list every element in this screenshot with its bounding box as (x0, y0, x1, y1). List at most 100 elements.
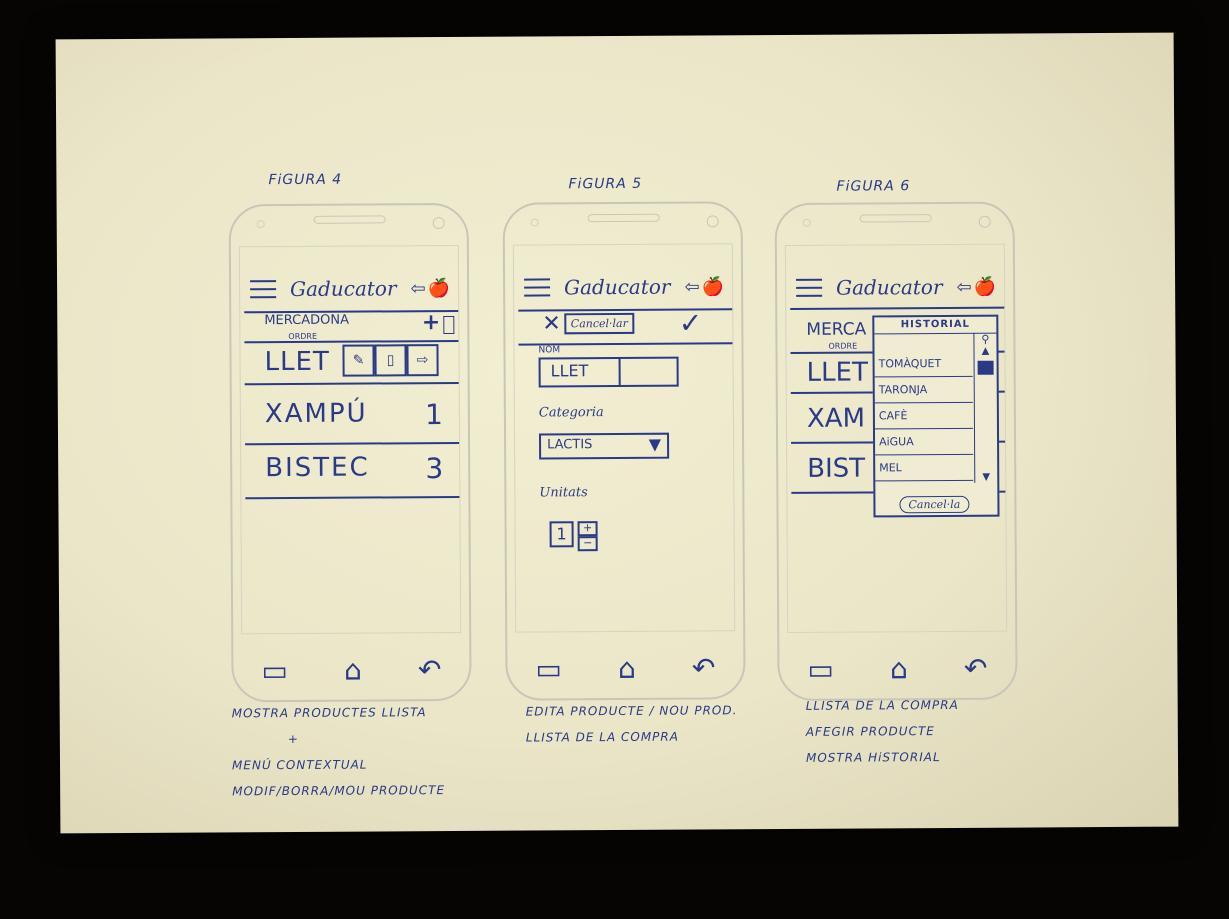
app-title: Gaducator (564, 275, 671, 300)
phone-sensor (257, 220, 265, 228)
list-item-bistec: BIST (807, 453, 865, 483)
triangle-down-icon: ▼ (649, 435, 661, 454)
divider (244, 340, 458, 343)
caption-figure-5: EDITA PRODUCTE / NOU PROD. LLISTA DE LA … (526, 697, 738, 750)
cancel-button[interactable]: Cancel·lar (565, 313, 634, 334)
item-quantity: 3 (425, 452, 443, 485)
check-icon[interactable]: ✓ (679, 306, 703, 339)
history-popup: HISTORIAL ⚲ ▲ ▼ TOMÀQUET TARONJA CAFÈ Ai… (872, 315, 999, 518)
phone-speaker (860, 214, 932, 222)
store-name: MERCA (806, 319, 866, 339)
divider (790, 307, 1004, 310)
home-icon[interactable]: ⌂ (344, 653, 362, 686)
hamburger-icon[interactable] (796, 279, 822, 297)
back-arrow-icon[interactable]: ⇦ (957, 276, 972, 297)
app-title: Gaducator (836, 275, 943, 300)
increment-button[interactable]: + (578, 521, 598, 536)
move-arrow-icon[interactable]: ⇨ (406, 344, 438, 376)
return-arrow-icon[interactable]: ↶ (418, 653, 442, 686)
history-title: HISTORIAL (874, 317, 996, 335)
caption-line: MODIF/BORRA/MOU PRODUCTE (232, 777, 445, 804)
category-value: LACTIS (547, 437, 592, 452)
caption-line: LLISTA DE LA COMPRA (806, 692, 959, 719)
caption-figure-6: LLISTA DE LA COMPRA AFEGIR PRODUCTE MOST… (806, 692, 960, 771)
menu-square-icon[interactable]: ▭ (807, 652, 834, 685)
paper-sheet: FiGURA 4 Gaducator ⇦ 🍎 MERCADONA + ORDRE… (56, 33, 1179, 834)
store-name[interactable]: MERCADONA (264, 313, 349, 329)
apple-logo-icon[interactable]: 🍎 (974, 276, 997, 297)
menu-square-icon[interactable]: ▭ (535, 652, 562, 685)
menu-square-icon[interactable]: ▭ (261, 654, 288, 687)
phone-camera (433, 217, 445, 229)
history-item[interactable]: CAFÈ (875, 403, 973, 430)
history-item[interactable]: TOMÀQUET (875, 351, 973, 378)
caption-line: MOSTRA HiSTORIAL (806, 744, 959, 771)
list-item-llet[interactable]: LLET (264, 347, 329, 377)
app-bar: Gaducator ⇦ 🍎 (524, 266, 724, 307)
bottom-nav: ▭ ⌂ ↶ (779, 648, 1015, 689)
units-value[interactable]: 1 (550, 521, 574, 547)
phone-speaker (314, 215, 386, 223)
name-field[interactable]: LLET (539, 357, 679, 388)
plus-icon[interactable]: + (422, 310, 441, 335)
app-title: Gaducator (290, 276, 397, 301)
x-icon[interactable]: ✕ (542, 311, 561, 336)
home-icon[interactable]: ⌂ (890, 652, 908, 685)
list-item-llet: LLET (807, 357, 868, 387)
list-icon[interactable] (443, 316, 454, 334)
store-order: ORDRE (288, 332, 317, 341)
list-item-xampu: XAM (807, 403, 865, 433)
apple-logo-icon[interactable]: 🍎 (428, 278, 451, 299)
hamburger-icon[interactable] (524, 278, 550, 296)
caption-line: AFEGIR PRODUCTE (806, 718, 959, 745)
name-value: LLET (551, 361, 589, 380)
app-bar: Gaducator ⇦ 🍎 (796, 267, 996, 308)
figure-5-title: FiGURA 5 (568, 176, 642, 192)
history-item[interactable]: MEL (875, 455, 973, 482)
search-icon[interactable]: ⚲ (974, 333, 996, 346)
phone-screen: Gaducator ⇦ 🍎 MERCA ORDRE LLET XAM BIST … (785, 244, 1007, 633)
phone-figure-4: Gaducator ⇦ 🍎 MERCADONA + ORDRE LLET ✎ ▯… (229, 203, 472, 702)
category-label: Categoria (539, 405, 604, 420)
home-icon[interactable]: ⌂ (618, 651, 636, 684)
units-label: Unitats (539, 485, 587, 500)
phone-screen: Gaducator ⇦ 🍎 ✕ Cancel·lar ✓ NOM LLET Ca… (513, 243, 735, 632)
list-item-xampu[interactable]: XAMPÚ (265, 399, 368, 430)
text-cursor (619, 359, 621, 385)
phone-speaker (588, 214, 660, 222)
return-arrow-icon[interactable]: ↶ (692, 651, 716, 684)
apple-logo-icon[interactable]: 🍎 (702, 276, 725, 297)
scroll-down-icon[interactable]: ▼ (975, 472, 997, 483)
back-arrow-icon[interactable]: ⇦ (685, 276, 700, 297)
history-scrollbar[interactable]: ⚲ ▲ ▼ (973, 333, 997, 483)
name-label: NOM (538, 345, 560, 355)
hamburger-icon[interactable] (250, 280, 276, 298)
caption-figure-4: MOSTRA PRODUCTES LLISTA + MENÚ CONTEXTUA… (232, 699, 445, 804)
cancel-button[interactable]: Cancel·la (899, 496, 969, 513)
decrement-button[interactable]: − (578, 536, 598, 551)
trash-icon[interactable]: ▯ (374, 344, 406, 376)
phone-camera (707, 215, 719, 227)
phone-figure-5: Gaducator ⇦ 🍎 ✕ Cancel·lar ✓ NOM LLET Ca… (503, 201, 746, 700)
item-quantity: 1 (425, 398, 443, 431)
scroll-thumb[interactable] (978, 361, 994, 375)
history-item[interactable]: TARONJA (875, 377, 973, 404)
phone-sensor (803, 219, 811, 227)
category-select[interactable]: LACTIS ▼ (539, 433, 669, 460)
return-arrow-icon[interactable]: ↶ (964, 651, 988, 684)
bottom-nav: ▭ ⌂ ↶ (233, 649, 469, 690)
list-item-bistec[interactable]: BISTEC (265, 453, 370, 484)
caption-line: LLISTA DE LA COMPRA (526, 723, 738, 750)
divider (245, 442, 459, 445)
figure-6-title: FiGURA 6 (836, 178, 910, 194)
caption-line: MENÚ CONTEXTUAL (232, 751, 445, 778)
back-arrow-icon[interactable]: ⇦ (411, 278, 426, 299)
phone-camera (979, 216, 991, 228)
history-item[interactable]: AiGUA (875, 429, 973, 456)
scroll-up-icon[interactable]: ▲ (974, 346, 996, 357)
phone-sensor (531, 218, 539, 226)
bottom-nav: ▭ ⌂ ↶ (507, 647, 743, 688)
caption-line: EDITA PRODUCTE / NOU PROD. (526, 697, 738, 724)
pencil-icon[interactable]: ✎ (342, 344, 374, 376)
store-order: ORDRE (828, 342, 857, 351)
